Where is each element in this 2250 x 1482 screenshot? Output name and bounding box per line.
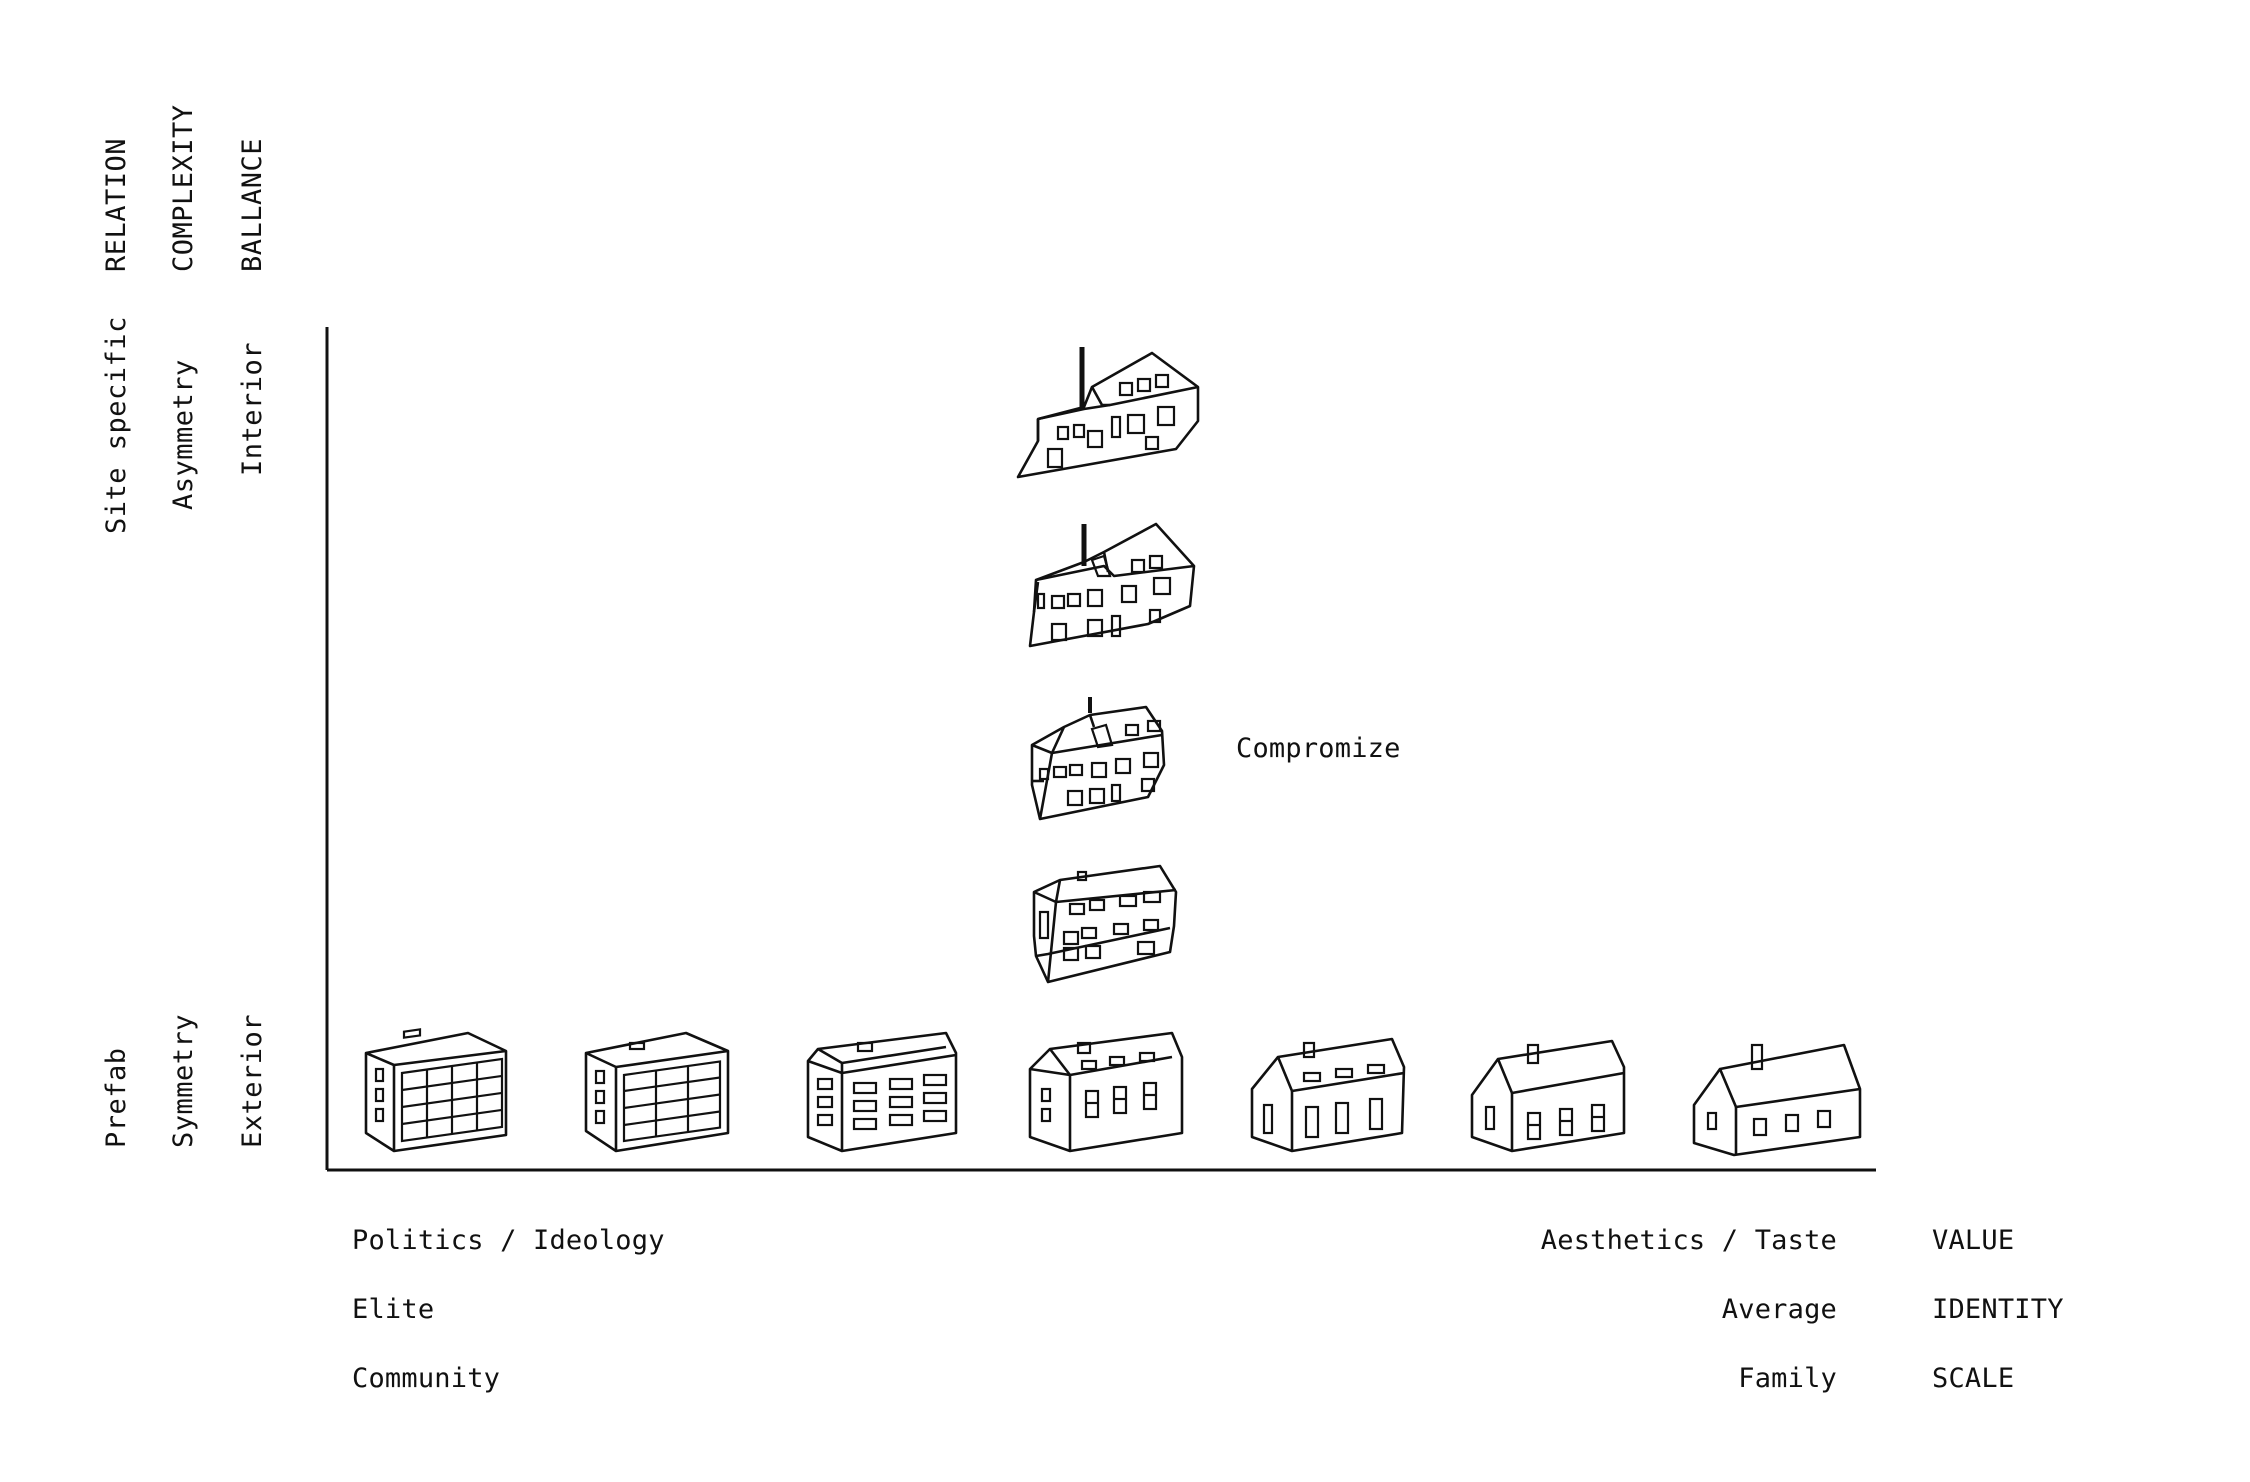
family-house-icon [1692, 1043, 1862, 1157]
site-specific-house-icon [1016, 347, 1200, 479]
x-right-label-family: Family [1738, 1363, 1837, 1394]
apartment-block-icon [806, 1031, 958, 1153]
townhouse-variant-1-icon [1032, 864, 1178, 984]
prefab-slab-icon [584, 1031, 730, 1153]
x-left-label-community: Community [352, 1363, 501, 1394]
x-right-label-average: Average [1721, 1294, 1837, 1325]
x-right-label-aesthetics: Aesthetics / Taste [1540, 1225, 1837, 1256]
x-left-label-elite: Elite [352, 1294, 435, 1325]
gable-house-icon [1470, 1039, 1626, 1153]
x-header-scale: SCALE [1932, 1363, 2015, 1394]
gable-house-wide-icon [1250, 1037, 1406, 1153]
townhouse-icon [1028, 1031, 1184, 1153]
x-left-label-politics: Politics / Ideology [352, 1225, 665, 1256]
asymmetric-house-icon [1028, 522, 1196, 648]
compromise-house-icon [1030, 697, 1166, 821]
compromize-annotation: Compromize [1236, 733, 1401, 764]
x-header-value: VALUE [1932, 1225, 2015, 1256]
x-header-identity: IDENTITY [1932, 1294, 2064, 1325]
prefab-tower-icon [364, 1028, 508, 1153]
